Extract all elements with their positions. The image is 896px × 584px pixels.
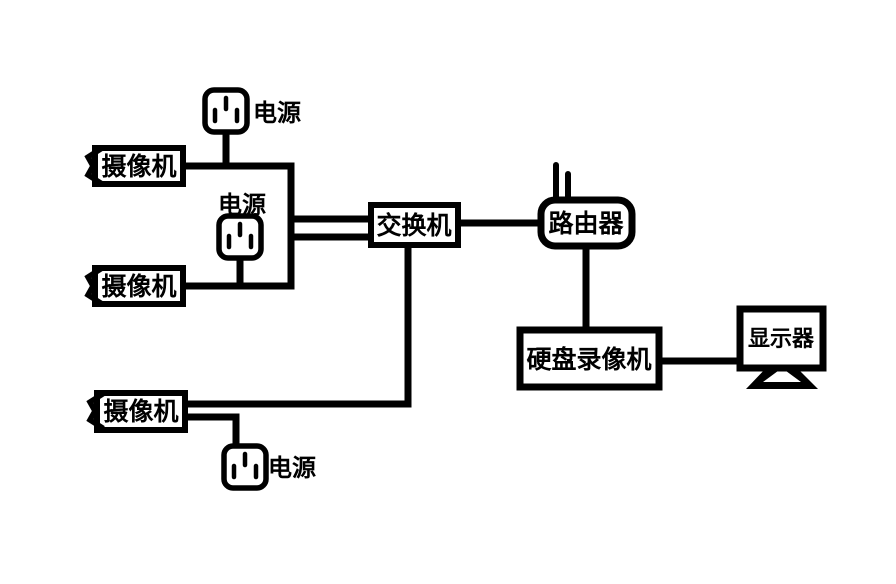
cable-camera3-power3 [182,413,240,454]
switch-node: 交换机 [368,202,461,248]
power1-label: 电源 [253,99,301,127]
power-outlet-2-icon [219,216,261,258]
cable-camera3-switch [181,239,412,408]
camera3-node: 摄像机 [90,390,188,433]
camera2-node: 摄像机 [88,265,186,307]
power2-label: 电源 [218,191,266,219]
power-outlet-1-icon [205,90,247,132]
monitor-stand-notch [763,368,801,382]
camera1-label: 摄像机 [101,152,176,181]
dvr-label: 硬盘录像机 [526,345,651,374]
router-label: 路由器 [548,209,624,238]
monitor-node: 显示器 [736,305,827,389]
power-outlet-3-icon [224,446,266,488]
camera1-node: 摄像机 [88,145,186,187]
camera3-label: 摄像机 [103,397,178,426]
power3-label: 电源 [268,454,316,482]
camera2-label: 摄像机 [101,272,176,301]
monitor-label: 显示器 [748,327,815,352]
dvr-node: 硬盘录像机 [516,326,663,391]
router-node: 路由器 [537,196,636,250]
switch-label: 交换机 [376,211,451,240]
